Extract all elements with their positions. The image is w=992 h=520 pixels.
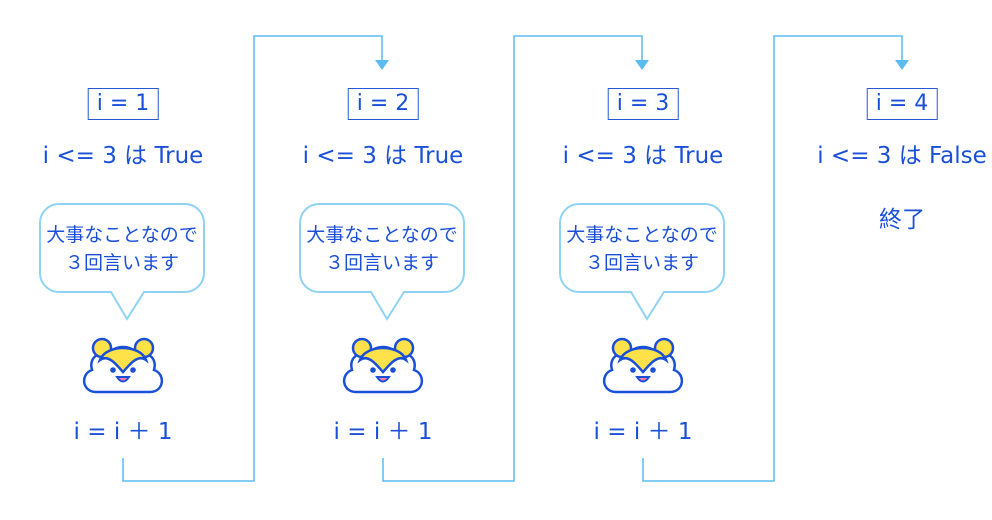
speech-bubble: 大事なことなので ３回言います	[559, 203, 725, 321]
iteration-label: i = 1	[87, 88, 159, 120]
condition-text: i <= 3 は False	[817, 143, 987, 169]
increment-text: i = i ＋ 1	[333, 419, 433, 445]
condition-text: i <= 3 は True	[302, 143, 464, 169]
end-text: 終了	[879, 207, 925, 233]
loop-column-1: i = 1 i <= 3 は True 大事なことなので ３回言います i = …	[33, 0, 213, 520]
bubble-line-1: 大事なことなので	[46, 224, 198, 246]
hamster-mascot-icon	[78, 330, 168, 400]
increment-text: i = i ＋ 1	[593, 419, 693, 445]
bubble-line-1: 大事なことなので	[566, 224, 718, 246]
hamster-mascot-icon	[598, 330, 688, 400]
condition-text: i <= 3 は True	[562, 143, 724, 169]
iteration-label: i = 2	[347, 88, 419, 120]
flow-connector-3	[642, 35, 903, 482]
condition-text: i <= 3 は True	[42, 143, 204, 169]
iteration-label: i = 4	[866, 88, 938, 120]
loop-column-4: i = 4 i <= 3 は False 終了	[812, 0, 992, 520]
flow-connector-2	[382, 35, 643, 482]
loop-column-3: i = 3 i <= 3 は True 大事なことなので ３回言います i = …	[553, 0, 733, 520]
loop-column-2: i = 2 i <= 3 は True 大事なことなので ３回言います i = …	[293, 0, 473, 520]
bubble-line-1: 大事なことなので	[306, 224, 458, 246]
iteration-label: i = 3	[607, 88, 679, 120]
hamster-mascot-icon	[338, 330, 428, 400]
flow-connector-1	[122, 35, 383, 482]
speech-bubble: 大事なことなので ３回言います	[299, 203, 465, 321]
arrowhead-4	[895, 60, 909, 70]
bubble-line-2: ３回言います	[584, 252, 699, 274]
arrowhead-2	[375, 60, 389, 70]
bubble-line-2: ３回言います	[64, 252, 179, 274]
bubble-line-2: ３回言います	[324, 252, 439, 274]
arrowhead-3	[635, 60, 649, 70]
increment-text: i = i ＋ 1	[73, 419, 173, 445]
speech-bubble: 大事なことなので ３回言います	[39, 203, 205, 321]
